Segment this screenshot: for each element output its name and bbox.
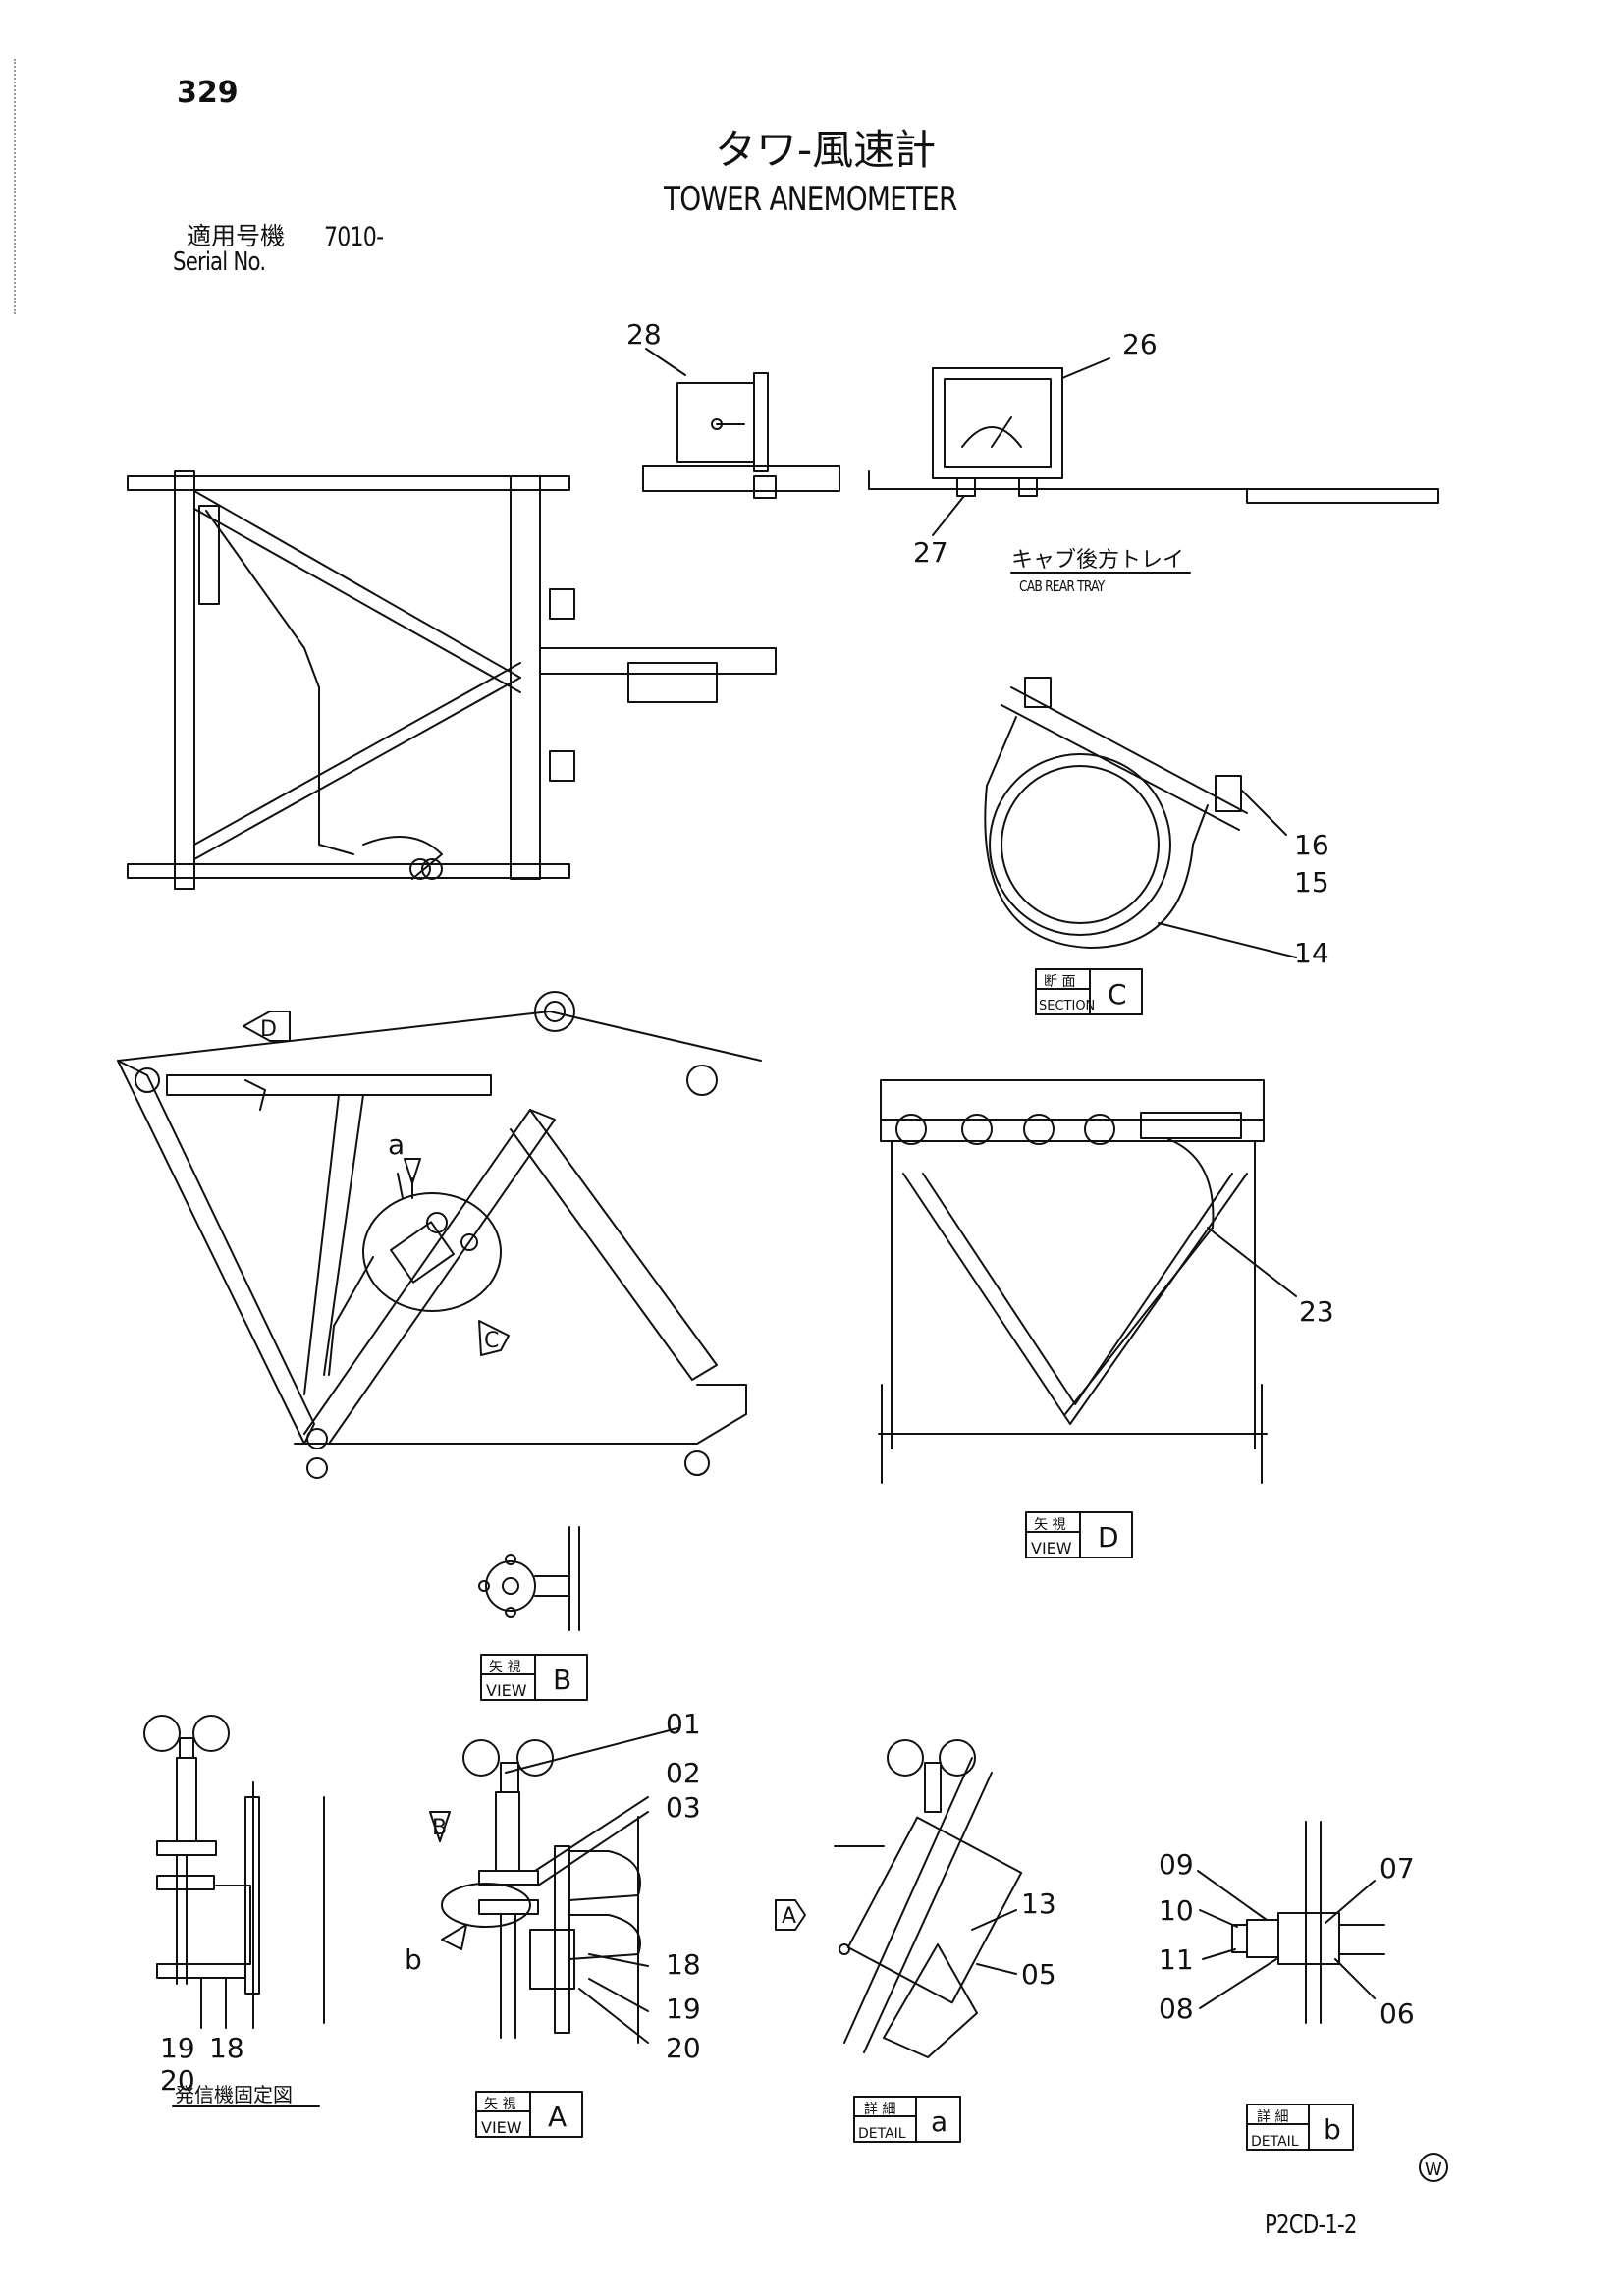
part-label-27: 27 bbox=[913, 536, 948, 569]
page-number: 329 bbox=[177, 76, 239, 110]
part-label-05: 05 bbox=[1021, 1958, 1056, 1991]
cab-rear-tray-assembly bbox=[642, 348, 1439, 536]
part-label-20: 20 bbox=[666, 2032, 701, 2064]
detail-a-letter: a bbox=[931, 2105, 947, 2138]
view-d-en: VIEW bbox=[1031, 1539, 1072, 1558]
part-label-01: 01 bbox=[666, 1708, 701, 1740]
part-label-03: 03 bbox=[666, 1791, 701, 1824]
part-label-18: 18 bbox=[666, 1948, 701, 1981]
part-label-16: 16 bbox=[1294, 829, 1329, 861]
view-a-jp: 矢 視 bbox=[484, 2097, 515, 2112]
part-label-19-fixing: 19 bbox=[160, 2032, 195, 2064]
page-title-en: TOWER ANEMOMETER bbox=[664, 180, 957, 219]
detail-b-drawing bbox=[1197, 1821, 1385, 2024]
part-label-28: 28 bbox=[626, 318, 662, 351]
page-title-jp: タワ-風速計 bbox=[715, 126, 937, 174]
part-label-07: 07 bbox=[1380, 1852, 1415, 1885]
arrow-c-letter: C bbox=[484, 1329, 499, 1353]
cab-tray-label-jp: キャブ後方トレイ bbox=[1011, 548, 1185, 573]
part-label-20-fixing: 20 bbox=[160, 2064, 195, 2097]
part-label-18-fixing: 18 bbox=[209, 2032, 244, 2064]
binding-margin-dots bbox=[14, 59, 16, 314]
transmitter-fixing-drawing bbox=[143, 1715, 325, 2107]
serial-range: 7010- bbox=[324, 222, 384, 252]
section-c-letter: C bbox=[1108, 978, 1127, 1011]
arrow-a-letter: A bbox=[782, 1904, 796, 1929]
detail-a-leader bbox=[397, 1158, 421, 1199]
view-d-tray bbox=[878, 1079, 1297, 1484]
part-label-08: 08 bbox=[1159, 1993, 1194, 2025]
detail-a-drawing bbox=[775, 1739, 1023, 2058]
part-label-26: 26 bbox=[1122, 328, 1158, 360]
transmitter-fixing-label: 発信機固定図 bbox=[175, 2083, 293, 2106]
part-label-10: 10 bbox=[1159, 1894, 1194, 1927]
part-label-15: 15 bbox=[1294, 866, 1329, 899]
view-b-jp: 矢 視 bbox=[489, 1660, 520, 1675]
detail-a-marker: a bbox=[388, 1128, 405, 1161]
part-label-19: 19 bbox=[666, 1993, 701, 2025]
arrow-b-letter: B bbox=[432, 1816, 447, 1840]
detail-b-jp: 詳 細 bbox=[1257, 2109, 1288, 2125]
arrow-c-marker bbox=[478, 1320, 510, 1356]
view-b-letter: B bbox=[553, 1664, 571, 1696]
view-d-letter: D bbox=[1098, 1521, 1119, 1554]
section-c-ubolt bbox=[984, 677, 1297, 958]
detail-a-en: DETAIL bbox=[858, 2126, 906, 2142]
arrow-d-marker bbox=[243, 1011, 291, 1042]
view-label-boxes bbox=[475, 968, 1448, 2182]
detail-b-en: DETAIL bbox=[1251, 2134, 1299, 2150]
part-label-23: 23 bbox=[1299, 1295, 1334, 1328]
part-label-11: 11 bbox=[1159, 1943, 1194, 1976]
section-c-en: SECTION bbox=[1039, 999, 1095, 1013]
detail-b-marker: b bbox=[405, 1943, 422, 1976]
part-label-06: 06 bbox=[1380, 1997, 1415, 2030]
tower-front-frame bbox=[117, 991, 762, 1479]
part-label-02: 02 bbox=[666, 1757, 701, 1789]
part-label-14: 14 bbox=[1294, 937, 1329, 969]
cab-tray-label-en: CAB REAR TRAY bbox=[1019, 577, 1105, 595]
tower-side-frame bbox=[127, 470, 777, 890]
view-a-letter: A bbox=[548, 2101, 567, 2133]
view-b-topview bbox=[478, 1526, 580, 1631]
part-label-13: 13 bbox=[1021, 1887, 1056, 1920]
page-code: P2CD-1-2 bbox=[1265, 2211, 1358, 2240]
arrow-d-letter: D bbox=[260, 1017, 277, 1042]
part-label-09: 09 bbox=[1159, 1848, 1194, 1881]
view-b-en: VIEW bbox=[486, 1681, 527, 1700]
view-a-drawing bbox=[429, 1727, 678, 2044]
footer-w-mark: W bbox=[1425, 2159, 1442, 2180]
applicable-serial-label: 適用号機 bbox=[187, 222, 286, 250]
view-a-en: VIEW bbox=[481, 2118, 522, 2137]
detail-b-letter: b bbox=[1324, 2113, 1341, 2146]
view-d-jp: 矢 視 bbox=[1034, 1517, 1065, 1533]
section-c-jp: 断 面 bbox=[1044, 974, 1075, 990]
serial-label: Serial No. bbox=[173, 247, 266, 277]
detail-a-jp: 詳 細 bbox=[864, 2102, 895, 2117]
